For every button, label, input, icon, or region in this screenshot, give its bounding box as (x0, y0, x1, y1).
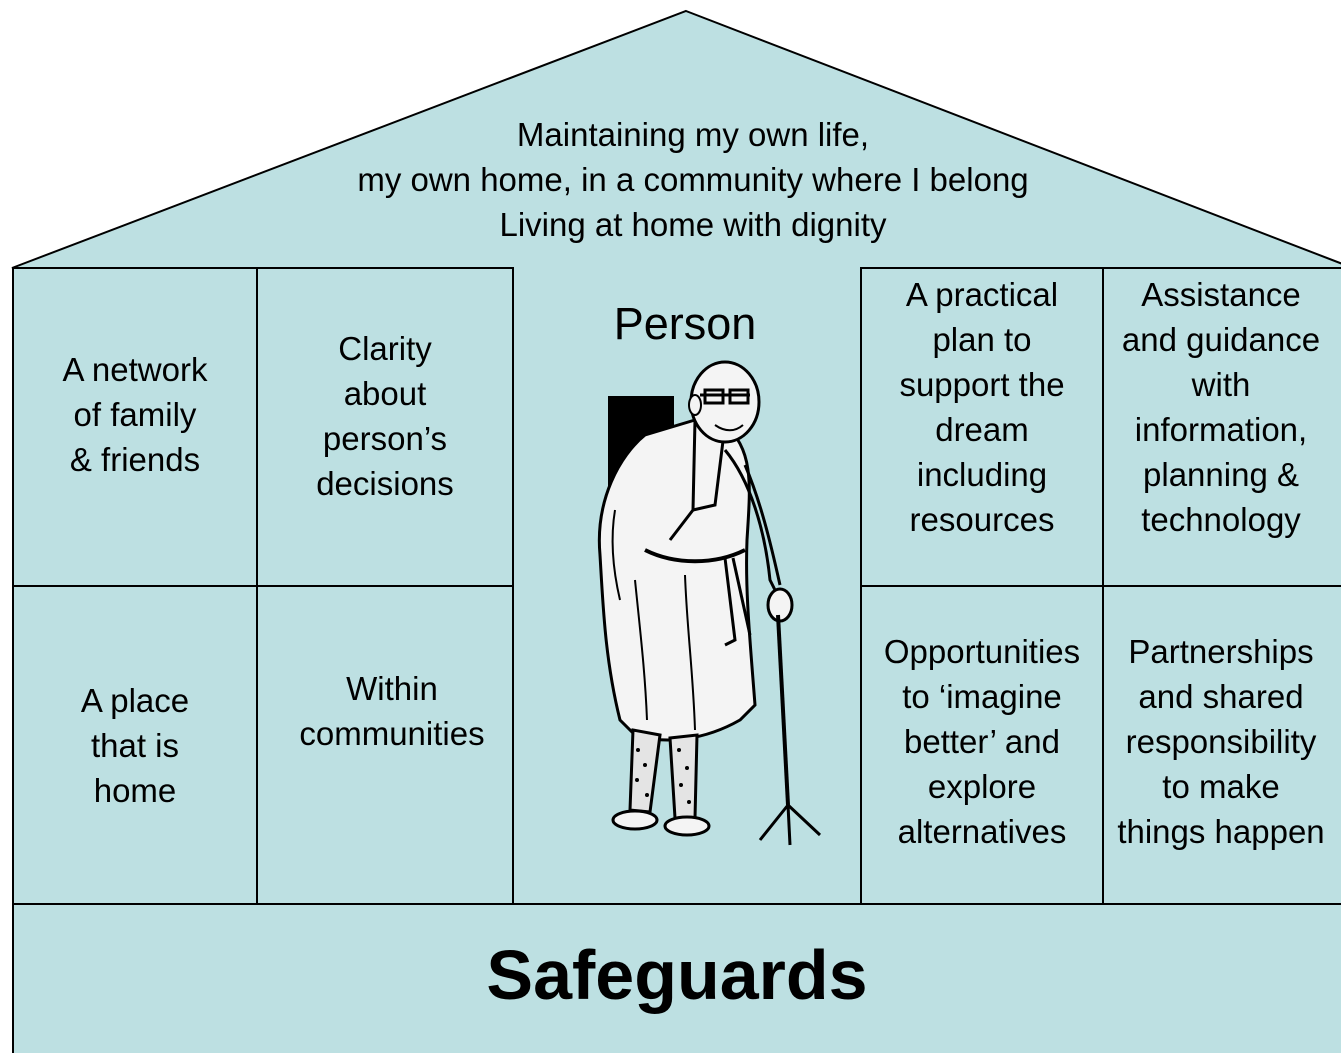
cell-network: A network of family & friends (12, 267, 258, 587)
cell-partnerships: Partnerships and shared responsibility t… (1102, 585, 1341, 905)
cell-partnerships-text: Partnerships and shared responsibility t… (1117, 632, 1325, 850)
cell-network-text: A network of family & friends (62, 350, 208, 478)
cell-opportunities: Opportunities to ‘imagine better’ and ex… (860, 585, 1104, 905)
cell-assistance-text: Assistance and guidance with information… (1121, 276, 1321, 538)
cell-plan: A practical plan to support the dream in… (860, 267, 1104, 587)
cell-opportunities-text: Opportunities to ‘imagine better’ and ex… (883, 632, 1081, 850)
safeguards-title: Safeguards (486, 936, 868, 1014)
cell-assistance: Assistance and guidance with information… (1102, 267, 1341, 587)
cell-communities-text: Within communities (299, 670, 485, 752)
cell-place: A place that is home (12, 585, 258, 905)
cell-clarity: Clarity about person’s decisions (256, 267, 514, 587)
roof-line-2: my own home, in a community where I belo… (357, 161, 1029, 198)
roof-line-1: Maintaining my own life, (516, 116, 870, 153)
cell-clarity-text: Clarity about person’s decisions (316, 330, 454, 502)
safeguards-base: Safeguards (12, 903, 1341, 1053)
cell-place-text: A place that is home (80, 681, 190, 809)
roof-caption: Maintaining my own life, my own home, in… (300, 112, 1086, 247)
cell-communities: Within communities (256, 585, 514, 905)
person-title: Person (613, 298, 757, 349)
elderly-man-illustration (597, 360, 822, 846)
roof-line-3: Living at home with dignity (499, 206, 887, 243)
cell-plan-text: A practical plan to support the dream in… (899, 276, 1065, 538)
